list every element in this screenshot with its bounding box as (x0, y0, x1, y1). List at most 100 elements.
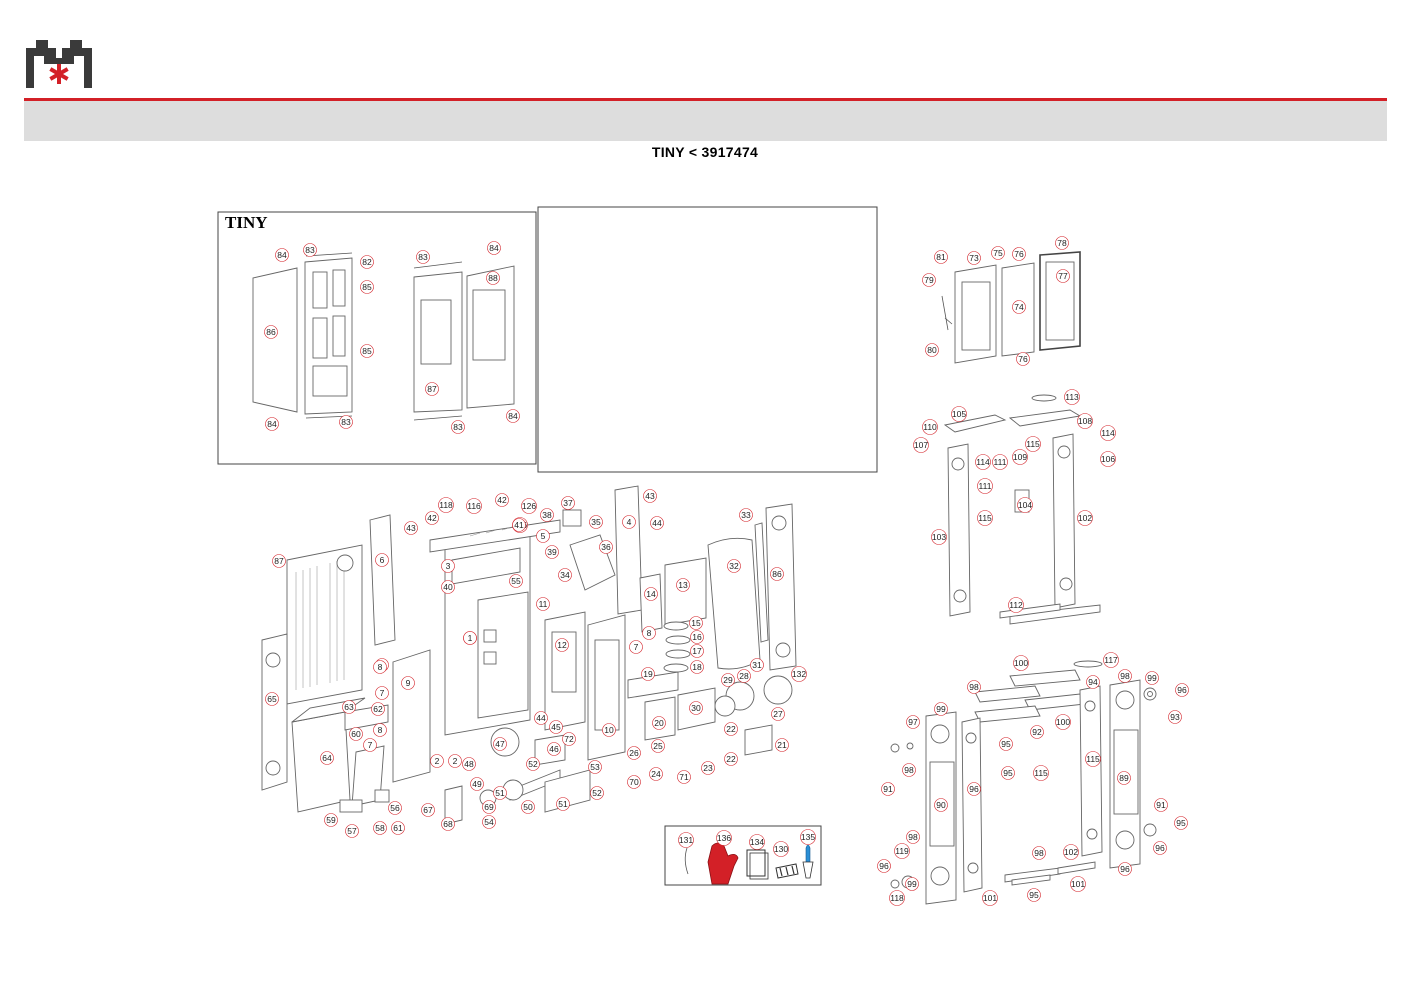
callout-circle (549, 720, 563, 734)
part-callout-main-parts: 132 (791, 666, 807, 682)
callout-circle (466, 498, 482, 514)
callout-number: 59 (326, 815, 336, 825)
callout-number: 67 (423, 805, 433, 815)
part-callout-bottom-right-frame: 115 (1033, 765, 1049, 781)
part-callout-bottom-right-frame: 95 (1174, 816, 1188, 830)
callout-circle (512, 518, 526, 532)
callout-number: 45 (551, 722, 561, 732)
part-callout-main-parts: 72 (562, 732, 576, 746)
callout-number: 84 (508, 411, 518, 421)
callout-circle (441, 580, 455, 594)
part-callout-main-parts: 56 (388, 801, 402, 815)
callout-number: 111 (994, 457, 1007, 467)
callout-circle (1117, 771, 1131, 785)
callout-number: 8 (378, 725, 383, 735)
callout-circle (931, 529, 947, 545)
callout-circle (676, 578, 690, 592)
callout-circle (391, 821, 405, 835)
callout-circle (324, 813, 338, 827)
callout-number: 102 (1064, 847, 1078, 857)
callout-number: 90 (936, 800, 946, 810)
part-callout-main-parts: 8 (373, 660, 387, 674)
callout-circle (521, 800, 535, 814)
part-callout-main-parts: 55 (509, 574, 523, 588)
part-callout-main-parts: 60 (349, 727, 363, 741)
callout-number: 63 (344, 702, 354, 712)
callout-number: 69 (484, 802, 494, 812)
brand-logo-icon (26, 40, 92, 88)
callout-number: 3 (446, 561, 451, 571)
callout-circle (360, 255, 374, 269)
callout-number: 56 (390, 803, 400, 813)
part-callout-main-parts: 65 (265, 692, 279, 706)
part-callout-main-parts: 22 (724, 722, 738, 736)
callout-circle (1118, 862, 1132, 876)
callout-circle (588, 760, 602, 774)
callout-number: 79 (924, 275, 934, 285)
callout-number: 78 (1057, 238, 1067, 248)
part-callout-top-right-door: 76 (1012, 247, 1026, 261)
callout-number: 8 (647, 628, 652, 638)
callout-number: 84 (277, 250, 287, 260)
callout-circle (992, 454, 1008, 470)
callout-circle (425, 511, 439, 525)
callout-number: 20 (654, 718, 664, 728)
part-callout-mid-right-frame: 103 (931, 529, 947, 545)
callout-number: 98 (969, 682, 979, 692)
callout-circle (724, 722, 738, 736)
callout-circle (701, 761, 715, 775)
callout-number: 46 (549, 744, 559, 754)
callout-circle (555, 638, 569, 652)
callout-number: 47 (495, 739, 505, 749)
callout-circle (487, 241, 501, 255)
callout-number: 24 (651, 769, 661, 779)
callout-number: 98 (1120, 671, 1130, 681)
callout-number: 44 (652, 518, 662, 528)
callout-circle (272, 554, 286, 568)
part-callout-bottom-right-frame: 94 (1086, 675, 1100, 689)
part-callout-main-parts: 63 (342, 700, 356, 714)
callout-circle (925, 343, 939, 357)
part-callout-main-parts: 86 (770, 567, 784, 581)
callout-circle (967, 680, 981, 694)
callout-circle (545, 545, 559, 559)
callout-number: 53 (590, 762, 600, 772)
tools-box (664, 825, 822, 886)
callout-circle (1145, 671, 1159, 685)
placeholder-box (537, 206, 878, 473)
callout-number: 95 (1176, 818, 1186, 828)
callout-number: 86 (266, 327, 276, 337)
callout-circle (404, 521, 418, 535)
part-callout-bottom-right-frame: 100 (1013, 655, 1029, 671)
frame-assembly-mid-right (943, 394, 1101, 625)
part-callout-main-parts: 33 (739, 508, 753, 522)
part-callout-mid-right-frame: 107 (913, 437, 929, 453)
callout-number: 115 (978, 513, 992, 523)
callout-circle (1032, 846, 1046, 860)
part-callout-main-parts: 22 (724, 752, 738, 766)
callout-number: 80 (927, 345, 937, 355)
callout-circle (773, 841, 789, 857)
callout-circle (750, 658, 764, 672)
part-callout-main-parts: 36 (599, 540, 613, 554)
callout-circle (627, 775, 641, 789)
callout-number: 5 (541, 531, 546, 541)
callout-number: 85 (362, 346, 372, 356)
callout-circle (690, 630, 704, 644)
part-callout-main-parts: 70 (627, 775, 641, 789)
callout-number: 91 (1156, 800, 1166, 810)
callout-number: 84 (267, 419, 277, 429)
callout-number: 13 (678, 580, 688, 590)
part-callout-main-parts: 42 (425, 511, 439, 525)
callout-circle (534, 711, 548, 725)
callout-number: 42 (497, 495, 507, 505)
callout-circle (363, 738, 377, 752)
part-callout-bottom-right-frame: 99 (1145, 671, 1159, 685)
callout-circle (303, 243, 317, 257)
part-callout-main-parts: 25 (651, 739, 665, 753)
callout-number: 30 (691, 703, 701, 713)
callout-circle (373, 723, 387, 737)
callout-number: 8 (378, 662, 383, 672)
callout-circle (627, 746, 641, 760)
callout-number: 64 (322, 753, 332, 763)
